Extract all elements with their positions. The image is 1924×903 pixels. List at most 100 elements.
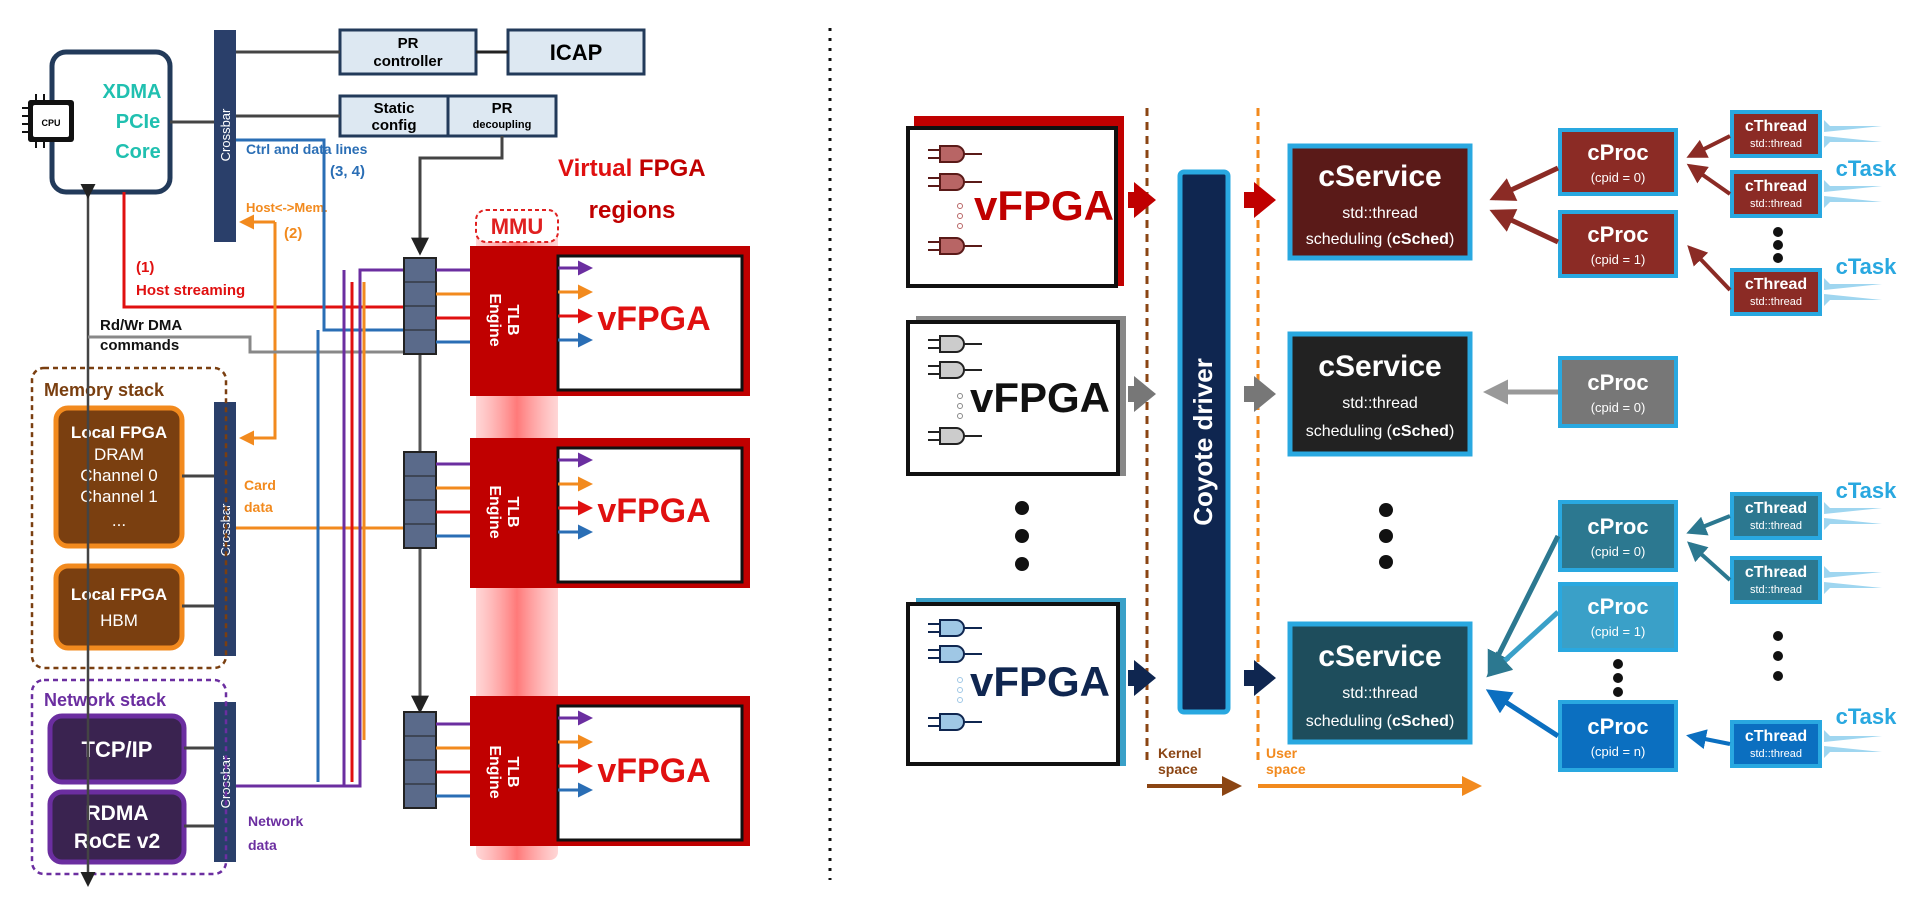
- cthread-1: cThread std::thread: [1730, 110, 1822, 158]
- cservice-1-line2: scheduling (cSched): [1306, 231, 1455, 248]
- svg-text:cThread: cThread: [1745, 728, 1807, 745]
- xdma-label-2: PCIe: [116, 111, 160, 133]
- pr-controller-box: [338, 28, 478, 76]
- svg-text:cThread: cThread: [1745, 118, 1807, 135]
- cservice-3-line2: scheduling (cSched): [1306, 713, 1455, 730]
- cthread-3: cThread std::thread: [1730, 268, 1822, 316]
- proc-ellipsis-1: [1613, 659, 1623, 669]
- kernel-space-label-1: Kernel: [1158, 745, 1202, 761]
- xdma-label-3: Core: [115, 141, 161, 163]
- static-config-box: [338, 94, 450, 138]
- vfpga-2-label: vFPGA: [597, 492, 710, 530]
- service-ellipsis-2: [1379, 529, 1393, 543]
- crossbar-bottom-label: Crossbar: [218, 755, 233, 808]
- cservice-2-line2: scheduling (cSched): [1306, 423, 1455, 440]
- icap-label: ICAP: [550, 40, 603, 65]
- crossbar-bottom: [214, 702, 236, 862]
- ctask-label-3: cTask: [1836, 478, 1898, 503]
- cservice-2-title: cService: [1318, 350, 1441, 383]
- driver-to-vfpga-3-arrow: [1128, 660, 1156, 696]
- crossbar-top: [214, 30, 236, 242]
- left-panel: MMU PR controller ICAP Static config PR …: [22, 28, 750, 887]
- tcpip-label: TCP/IP: [82, 737, 153, 762]
- vfpga-region-1: TLB Engine vFPGA: [403, 246, 750, 396]
- cpu-label: CPU: [41, 118, 60, 128]
- pr-controller-label-2: controller: [373, 53, 442, 70]
- service-1-arrow: [1244, 182, 1276, 218]
- vfpga-ellipsis-2: [1015, 529, 1029, 543]
- cservice-1-line1: std::thread: [1342, 205, 1418, 222]
- svg-text:cProc: cProc: [1587, 514, 1648, 539]
- pr-decoupling-box: [446, 94, 558, 138]
- cthread-6: cThread std::thread: [1730, 720, 1822, 768]
- tlb-2: TLB: [504, 496, 521, 527]
- user-space-label-1: User: [1266, 745, 1298, 761]
- crossbar-top-label: Crossbar: [218, 108, 233, 161]
- virtual-regions-label-1: Virtual FPGA: [558, 155, 706, 182]
- network-stack-box: [30, 678, 228, 876]
- card-data-label-2: data: [244, 499, 273, 515]
- svg-text:std::thread: std::thread: [1750, 748, 1802, 760]
- network-stack-title: Network stack: [44, 690, 167, 710]
- host-streaming-label: Host streaming: [136, 282, 245, 299]
- service-ellipsis-3: [1379, 555, 1393, 569]
- cproc-5-cpid: (cpid = 1): [1591, 624, 1646, 639]
- engine-1: Engine: [486, 293, 503, 346]
- ctask-label-2: cTask: [1836, 254, 1898, 279]
- cproc-1: cProc (cpid = 0): [1558, 128, 1678, 196]
- host-mem-label: Host<->Mem.: [246, 200, 328, 215]
- rdma-label-1: RDMA: [86, 802, 149, 825]
- cservice-3-line1: std::thread: [1342, 685, 1418, 702]
- coyote-driver: [1177, 169, 1231, 715]
- crossbar-mid-label: Crossbar: [218, 503, 233, 556]
- cthread-5: cThread std::thread: [1730, 556, 1822, 604]
- mmu-box: [475, 209, 559, 243]
- kernel-space-label-2: space: [1158, 761, 1198, 777]
- cproc-6-cpid: (cpid = n): [1591, 744, 1646, 759]
- user-space-label-2: space: [1266, 761, 1306, 777]
- svg-text:cProc: cProc: [1587, 594, 1648, 619]
- memory-stack-title: Memory stack: [44, 380, 165, 400]
- pr-decoupling-label-2: decoupling: [473, 119, 532, 131]
- svg-text:cThread: cThread: [1745, 276, 1807, 293]
- vfpga-region-2: TLB Engine vFPGA: [403, 438, 750, 588]
- coyote-driver-label: Coyote driver: [1188, 358, 1218, 526]
- host-streaming-num: (1): [136, 259, 154, 276]
- svg-text:cProc: cProc: [1587, 140, 1648, 165]
- tlb-1: TLB: [504, 304, 521, 335]
- network-data-label-1: Network: [248, 813, 303, 829]
- cservice-1-title: cService: [1318, 160, 1441, 193]
- right-panel: Kernel space User space Coyote driver vF…: [906, 108, 1898, 796]
- proc-service-arrows: [1483, 165, 1561, 739]
- thread-proc-arrows: [1686, 134, 1732, 749]
- cproc-5: cProc (cpid = 1): [1558, 582, 1678, 652]
- icap-box: [506, 28, 646, 76]
- cproc-3-cpid: (cpid = 0): [1591, 400, 1646, 415]
- cproc-3: cProc (cpid = 0): [1558, 356, 1678, 428]
- svg-text:std::thread: std::thread: [1750, 138, 1802, 150]
- cthread-2: cThread std::thread: [1730, 170, 1822, 218]
- xdma-label-1: XDMA: [103, 81, 162, 103]
- driver-to-vfpga-1-arrow: [1128, 182, 1156, 218]
- service-ellipsis-1: [1379, 503, 1393, 517]
- svg-text:std::thread: std::thread: [1750, 584, 1802, 596]
- card-data-label-1: Card: [244, 477, 276, 493]
- svg-text:cProc: cProc: [1587, 714, 1648, 739]
- right-vfpga-2: vFPGA: [906, 316, 1156, 476]
- static-config-label-1: Static: [374, 100, 415, 117]
- cservice-2-line1: std::thread: [1342, 395, 1418, 412]
- proc-ellipsis-3: [1613, 687, 1623, 697]
- service-2-arrow: [1244, 376, 1276, 412]
- data-paths: [80, 136, 504, 887]
- pr-controller-label-1: PR: [398, 35, 419, 52]
- right-vfpga-3-label: vFPGA: [970, 658, 1110, 705]
- host-mem-num: (2): [284, 225, 302, 242]
- dram-label-1: Local FPGA: [71, 423, 167, 442]
- cproc-4-cpid: (cpid = 0): [1591, 544, 1646, 559]
- engine-3: Engine: [486, 745, 503, 798]
- hbm-label-1: Local FPGA: [71, 585, 167, 604]
- driver-to-vfpga-2-arrow: [1128, 376, 1156, 412]
- tlb-3: TLB: [504, 756, 521, 787]
- ctask-label-1: cTask: [1836, 156, 1898, 181]
